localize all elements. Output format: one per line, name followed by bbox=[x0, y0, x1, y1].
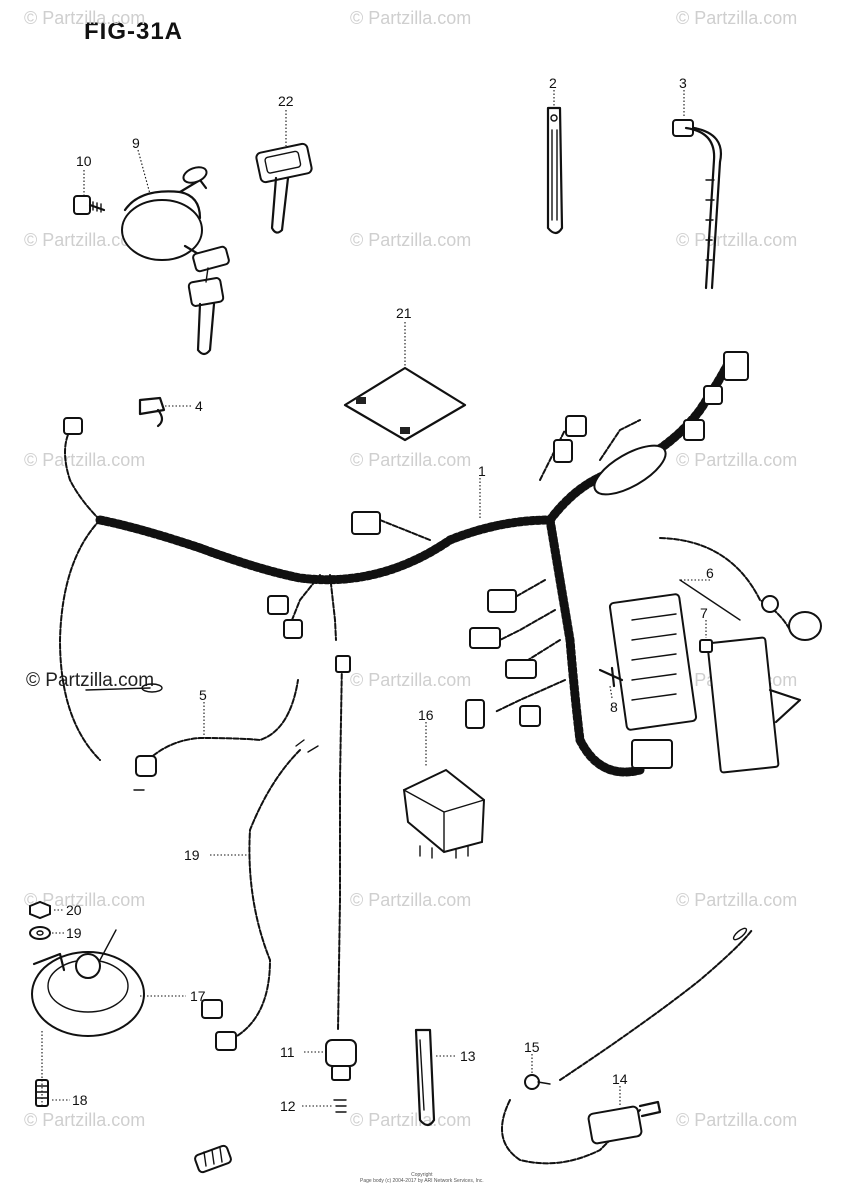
callout-10: 10 bbox=[76, 153, 92, 169]
copyright-line2: Page body (c) 2004-2017 by ARI Network S… bbox=[360, 1178, 484, 1184]
watermark: © Partzilla.com bbox=[676, 8, 798, 28]
watermark: © Partzilla.com bbox=[24, 890, 146, 910]
watermark: © Partzilla.com bbox=[676, 1110, 798, 1130]
watermark: © Partzilla.com bbox=[24, 450, 146, 470]
callout-3: 3 bbox=[679, 75, 687, 91]
watermark: © Partzilla.com bbox=[676, 230, 798, 250]
neutral-switch-part[interactable] bbox=[325, 655, 357, 1113]
nut-part[interactable] bbox=[29, 900, 51, 920]
sensor-wire-part[interactable] bbox=[501, 927, 753, 1165]
copyright-note: Copyright Page body (c) 2004-2017 by ARI… bbox=[360, 1172, 484, 1184]
wire-lead-part[interactable] bbox=[201, 739, 319, 1051]
watermark: © Partzilla.com bbox=[24, 8, 146, 28]
callout-11: 11 bbox=[280, 1044, 295, 1060]
watermark: © Partzilla.com bbox=[24, 230, 146, 250]
watermark: © Partzilla.com bbox=[676, 890, 798, 910]
callout-18: 18 bbox=[72, 1092, 88, 1108]
relay-part[interactable] bbox=[402, 768, 486, 859]
callout-21: 21 bbox=[396, 305, 412, 321]
washer-part[interactable] bbox=[29, 926, 51, 940]
label-sheet-part[interactable] bbox=[343, 366, 467, 442]
callout-16: 16 bbox=[418, 707, 434, 723]
callout-13: 13 bbox=[460, 1048, 476, 1064]
watermark: © Partzilla.com bbox=[350, 670, 472, 690]
screw-part[interactable] bbox=[73, 195, 106, 215]
lead-wire-part[interactable] bbox=[133, 679, 299, 791]
callout-15: 15 bbox=[524, 1039, 540, 1055]
watermark: © Partzilla.com bbox=[24, 1110, 146, 1130]
watermark: © Partzilla.com bbox=[350, 1110, 472, 1130]
watermark: © Partzilla.com bbox=[350, 890, 472, 910]
callout-19-wire: 19 bbox=[184, 847, 200, 863]
callout-7: 7 bbox=[700, 605, 708, 621]
fuse-box-part[interactable] bbox=[598, 537, 822, 774]
clip-part[interactable] bbox=[138, 396, 166, 428]
clamp-part[interactable] bbox=[546, 106, 564, 235]
callout-4: 4 bbox=[195, 398, 203, 414]
callout-8: 8 bbox=[610, 699, 618, 715]
cable-tie-part[interactable] bbox=[672, 119, 723, 290]
leader-lines bbox=[41, 90, 710, 1107]
wiring-harness-part[interactable] bbox=[58, 351, 749, 777]
callout-5: 5 bbox=[199, 687, 207, 703]
callouts: 1 2 3 4 5 6 7 8 9 10 11 12 13 14 15 16 1… bbox=[66, 75, 714, 1114]
grommet-part[interactable] bbox=[194, 1144, 232, 1174]
callout-20: 20 bbox=[66, 902, 82, 918]
callout-12: 12 bbox=[280, 1098, 296, 1114]
watermark-dark: © Partzilla.com bbox=[26, 670, 155, 691]
figure-title: FIG-31A bbox=[84, 18, 184, 45]
callout-6: 6 bbox=[706, 565, 714, 581]
horn-part[interactable] bbox=[31, 929, 145, 1037]
callout-17: 17 bbox=[190, 988, 206, 1004]
watermark: © Partzilla.com bbox=[350, 8, 472, 28]
callout-1: 1 bbox=[478, 463, 486, 479]
watermark: © Partzilla.com bbox=[676, 450, 798, 470]
copyright-line1: Copyright bbox=[411, 1172, 433, 1178]
callout-2: 2 bbox=[549, 75, 557, 91]
callout-14: 14 bbox=[612, 1071, 628, 1087]
watermark: © Partzilla.com bbox=[350, 450, 472, 470]
watermark: © Partzilla.com bbox=[350, 230, 472, 250]
ignition-switch-part[interactable] bbox=[121, 164, 230, 356]
key-blank-part[interactable] bbox=[255, 142, 313, 234]
callout-22: 22 bbox=[278, 93, 294, 109]
callout-19-washer: 19 bbox=[66, 925, 82, 941]
bracket-part[interactable] bbox=[414, 1028, 436, 1127]
callout-9: 9 bbox=[132, 135, 140, 151]
